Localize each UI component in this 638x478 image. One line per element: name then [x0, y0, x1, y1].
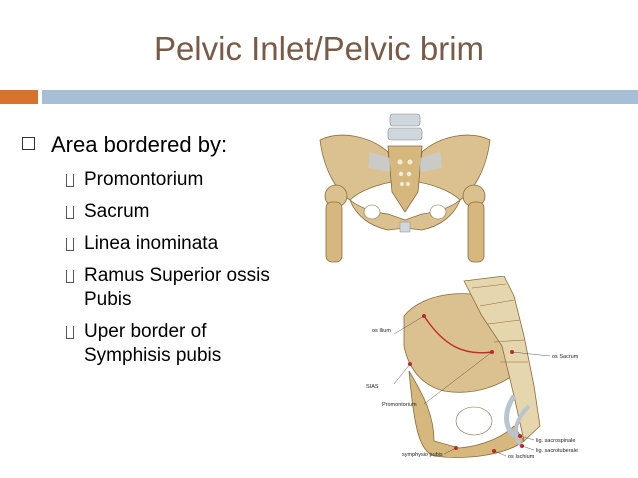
- slide-title: Pelvic Inlet/Pelvic brim: [153, 30, 485, 67]
- sub-bullet: Ramus Superior ossis Pubis: [66, 264, 296, 312]
- sub-bullet: Promontorium: [66, 168, 296, 192]
- figure-labels: os Ilium os Sacrum SIAS Promontorium lig…: [366, 315, 579, 460]
- pelvis-bones: [319, 113, 491, 263]
- sub-bullet-text: Ramus Superior ossis Pubis: [84, 265, 270, 310]
- sagittal-bones: [403, 276, 541, 458]
- label-os-sacrum: os Sacrum: [552, 354, 579, 360]
- main-bullet: Area bordered by:: [22, 132, 227, 158]
- bullet-mark-icon: [66, 174, 74, 187]
- pelvis-anterior-illustration: [319, 113, 491, 263]
- bullet-mark-icon: [66, 206, 74, 219]
- sub-bullet: Sacrum: [66, 200, 296, 224]
- label-symphysis-pubis: symphysio pubis: [402, 452, 443, 458]
- accent-bar-orange: [0, 90, 38, 104]
- label-promontorium: Promontorium: [382, 402, 417, 408]
- label-sias: SIAS: [366, 384, 379, 390]
- sub-bullet-text: Linea inominata: [84, 233, 219, 254]
- label-os-ilium: os Ilium: [372, 328, 391, 334]
- sub-bullet: Linea inominata: [66, 232, 296, 256]
- bullet-mark-icon: [66, 326, 74, 339]
- label-lig-sacrospinale: lig. sacrospinale: [536, 438, 575, 444]
- sub-bullet-text: Sacrum: [84, 201, 150, 222]
- main-bullet-text: Area bordered by:: [51, 132, 228, 157]
- sub-bullet-text: Uper border of Symphisis pubis: [84, 321, 222, 366]
- accent-bar-blue: [42, 90, 638, 104]
- label-lig-sacrotuberale: lig. sacrotuberale: [536, 448, 578, 454]
- pelvis-sagittal-illustration: os Ilium os Sacrum SIAS Promontorium lig…: [366, 276, 579, 460]
- sub-bullet-text: Promontorium: [84, 169, 204, 190]
- bullet-mark-icon: [66, 238, 74, 251]
- sub-bullet-list: Promontorium Sacrum Linea inominata Ramu…: [66, 168, 296, 376]
- bullet-mark-icon: [66, 270, 74, 283]
- sub-bullet: Uper border of Symphisis pubis: [66, 320, 296, 368]
- square-bullet-icon: [22, 137, 35, 150]
- label-os-ischium: os Ischium: [508, 454, 535, 460]
